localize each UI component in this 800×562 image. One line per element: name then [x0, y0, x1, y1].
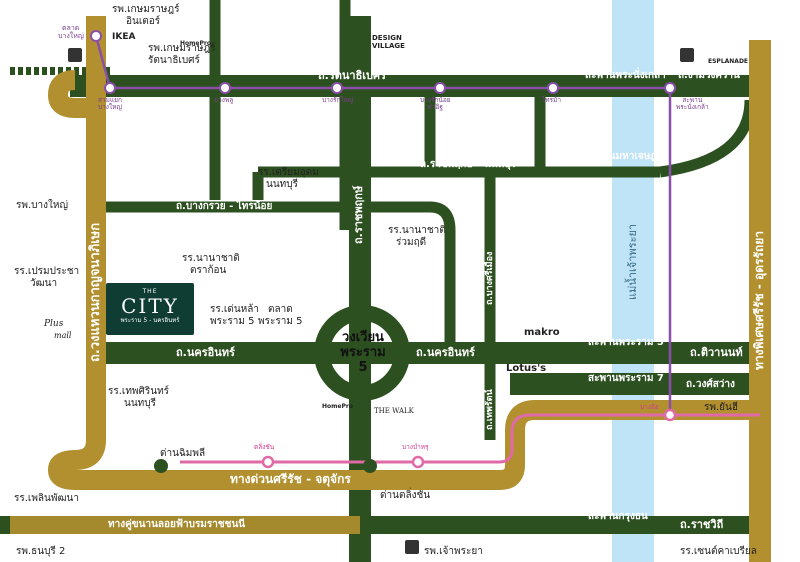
road-ratchaphruek: ถ.ราชพฤกษ์ — [352, 185, 365, 244]
place-makro: makro — [524, 327, 560, 338]
place-thonburi2: รพ.ธนบุรี 2 — [16, 546, 66, 557]
place-triam-udom-2: นนทบุรี — [266, 179, 298, 190]
road-ratanathibet: ถ.รัตนาธิเบศร์ — [318, 69, 386, 82]
place-prem-2: วัฒนา — [30, 278, 58, 289]
place-homepro-mid: HomePro — [322, 403, 353, 410]
station-label-bang-rak-yai: บางรักใหญ่ — [322, 96, 354, 104]
place-plus-mall-1: Plus — [44, 319, 64, 329]
place-homepro-top: HomePro — [180, 40, 211, 47]
station-label-bang-rak-noi: บางรักน้อยท่าอิฐ — [420, 96, 451, 111]
purple-stations — [90, 30, 676, 94]
pink-station — [411, 455, 425, 469]
purple-station — [664, 82, 676, 94]
gold-highways — [10, 16, 771, 562]
road-thep-rat: ถ.เทพรัตน์ — [485, 389, 495, 430]
station-label-bang-bamru: บางบำหรุ — [402, 443, 429, 451]
bridge-maha-chesada: สะพานมหาเจษฎาฯ — [585, 151, 669, 162]
road-nakhon-in-left: ถ.นครอินทร์ — [176, 346, 235, 359]
place-dan-taling-chan: ด่านตลิ่งชัน — [380, 490, 431, 501]
place-market-bang-yai-2: บางใหญ่ — [58, 32, 84, 40]
poi-marks — [68, 48, 694, 554]
road-ngam-wong-wan: ถ.งามวงศ์วาน — [678, 70, 740, 81]
road-nakhon-in-right: ถ.นครอินทร์ — [416, 346, 475, 359]
road-elevated: ทางคู่ขนานลอยฟ้าบรมราชชนนี — [108, 519, 246, 530]
place-ikea: IKEA — [112, 32, 136, 42]
purple-station — [104, 82, 116, 94]
pink-station — [261, 455, 275, 469]
place-saint-gabriel: รร.เซนต์คาเบรียล — [680, 546, 757, 557]
place-tenla-2: พระราม 5 — [210, 316, 255, 327]
green-roads — [0, 0, 760, 562]
pink-line — [180, 413, 760, 464]
rama5-circle-label: วงเวียน พระราม 5 — [323, 330, 403, 375]
place-lotus: Lotus's — [506, 363, 547, 374]
place-phyathai: รพ.ยันฮี — [704, 402, 738, 413]
road-kanchanaphisek: ถ.วงแหวนกาญจนาภิเษก — [88, 222, 103, 362]
purple-station — [219, 82, 231, 94]
logo-the: THE — [142, 288, 158, 295]
station-label-bang-phlu: บางพลู — [214, 96, 234, 104]
place-plus-mall-2: mall — [54, 331, 72, 340]
circle-line-2: พระราม — [340, 345, 386, 360]
purple-line — [94, 35, 672, 410]
place-nanachat-2: ตราก้อน — [190, 265, 227, 276]
bridge-phra-ram-5: สะพานพระราม 5 — [588, 337, 664, 348]
place-kasemrad-inter-1: รพ.เกษมราษฎร์ — [112, 4, 180, 15]
place-kasemrad-rat-2: รัตนาธิเบศร์ — [148, 55, 200, 66]
logo-sub: พระราม 5 - นครอินทร์ — [120, 317, 180, 324]
road-bang-si-mueang: ถ.บางศรีเมือง — [485, 251, 495, 305]
purple-station — [331, 82, 343, 94]
road-ratchaphruek-nonthaburi: ถ.ราชพฤกษ์ - นนทบุรี — [420, 159, 517, 170]
road-tiwanon: ถ.ติวานนท์ — [690, 346, 743, 359]
the-city-logo[interactable]: THE CITY พระราม 5 - นครอินทร์ — [106, 283, 194, 335]
purple-station — [547, 82, 559, 94]
road-kaset: ทางพิเศษศรีรัช - อุดรรัถยา — [752, 231, 766, 370]
station-label-taling-chan: ตลิ่งชัน — [254, 443, 275, 451]
place-nanachat-ruam-2: ร่วมฤดี — [396, 237, 427, 248]
purple-station — [90, 30, 102, 42]
place-kasemrad-rat-1: รพ.เกษมราษฎร์ — [148, 43, 216, 54]
rama5-circle — [314, 305, 410, 401]
place-esplanade: ESPLANADE — [708, 58, 749, 65]
station-label-sam-yaek: สามแยกบางใหญ่ — [98, 96, 122, 111]
road-ratchawithi: ถ.ราชวิถี — [680, 518, 724, 531]
place-tenla-1: รร.เด่นหล้า — [210, 304, 260, 315]
road-wongsawang: ถ.วงศ์สว่าง — [686, 379, 735, 390]
river-label: แม่น้ำเจ้าพระยา — [626, 223, 639, 300]
place-market-r5-1: ตลาด — [268, 304, 293, 315]
place-nanachat-1: รร.นานาชาติ — [182, 253, 240, 264]
place-kasemrad-inter-2: อินเตอร์ — [126, 16, 161, 27]
place-prem-1: รร.เปรมประชา — [14, 266, 80, 277]
toll-icons — [154, 459, 377, 473]
place-thepsirin-1: รร.เทพศิรินทร์ — [108, 386, 170, 397]
place-bang-yai-hosp: รพ.บางใหญ่ — [16, 200, 68, 211]
pink-station — [663, 408, 677, 422]
pink-stations — [261, 408, 677, 469]
circle-line-3: 5 — [358, 360, 368, 375]
place-the-walk: THE WALK — [374, 407, 414, 415]
place-triam-udom-1: รร.เตรียมอุดม — [258, 167, 319, 178]
place-dan-chimphli: ด่านฉิมพลี — [160, 448, 206, 459]
bridge-phra-nang-klao: สะพานพระนั่งเกล้า — [585, 70, 666, 81]
place-design-village-1: DESIGN — [372, 34, 402, 42]
circle-line-1: วงเวียน — [342, 330, 384, 345]
purple-station — [434, 82, 446, 94]
bridge-krung-thon: สะพานกรุงธน — [588, 511, 648, 522]
place-thepsirin-2: นนทบุรี — [124, 398, 156, 409]
station-label-sai-ma: ไทรม้า — [542, 96, 561, 104]
place-phen-phatthana: รร.เพลินพัฒนา — [14, 493, 79, 504]
road-bangkruai-sainoi: ถ.บางกรวย - ไทรน้อย — [176, 201, 273, 212]
logo-name: CITY — [121, 294, 179, 318]
bridge-phra-ram-7: สะพานพระราม 7 — [588, 373, 664, 384]
place-nanachat-ruam-1: รร.นานาชาติ — [388, 225, 446, 236]
road-expressway: ทางด่วนศรีรัช - จตุจักร — [230, 472, 351, 486]
place-market-r5-2: พระราม 5 — [258, 316, 303, 327]
place-chao-phraya-hosp: รพ.เจ้าพระยา — [424, 546, 483, 557]
station-label-phra-nang-klao: สะพานพระนั่งเกล้า — [676, 96, 709, 111]
place-market-bang-yai-1: ตลาด — [62, 24, 80, 32]
station-label-bang-o: บางอ้อ — [640, 403, 659, 411]
place-design-village-2: VILLAGE — [372, 42, 405, 50]
